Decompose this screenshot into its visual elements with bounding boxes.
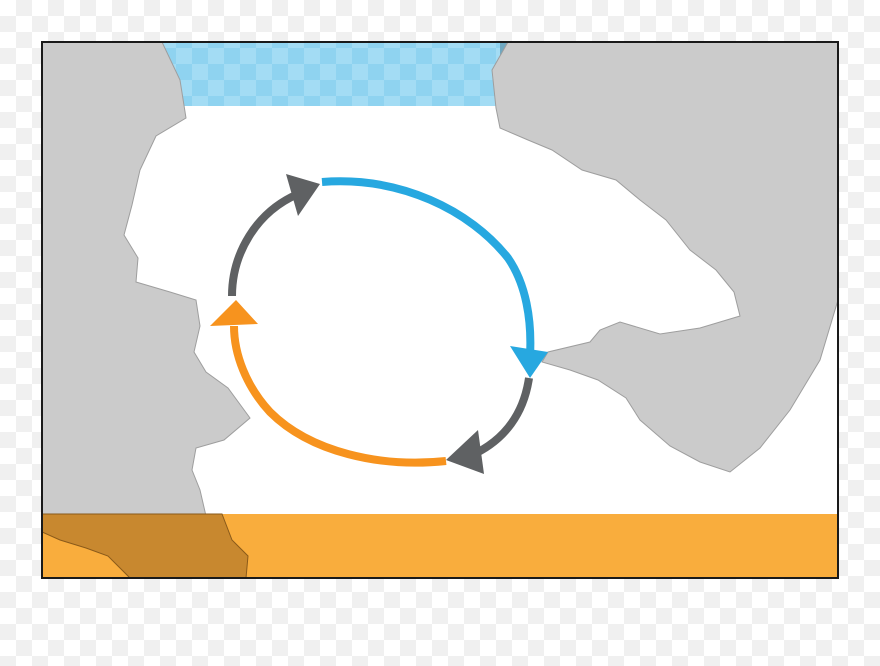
orange-segment — [230, 325, 447, 467]
gray-upper-arrowhead — [286, 174, 320, 216]
orange-arrowhead — [210, 300, 258, 326]
sky-opening — [160, 42, 500, 106]
gray-lower-arrowhead — [446, 430, 484, 474]
rock-right — [491, 42, 838, 473]
cycle-arrows — [210, 174, 548, 474]
ground-rock-overlap — [42, 513, 249, 578]
frame-border — [41, 41, 839, 579]
gray-lower-segment — [468, 377, 533, 460]
blue-arrowhead — [510, 346, 548, 378]
gray-upper-segment — [228, 190, 300, 297]
blue-segment — [321, 177, 535, 357]
rock-left — [42, 42, 251, 531]
